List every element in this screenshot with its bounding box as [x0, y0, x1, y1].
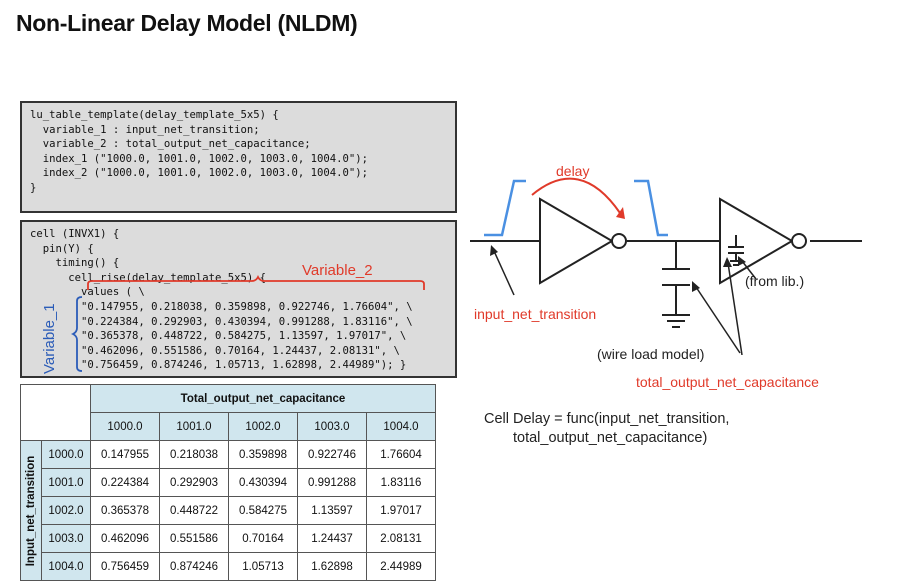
- template-code-line: variable_1 : input_net_transition;: [30, 123, 260, 136]
- table-cell: 0.147955: [90, 440, 160, 469]
- cell-code-line: pin(Y) {: [30, 242, 94, 255]
- column-header: 1003.0: [297, 412, 367, 441]
- table-cell: 0.218038: [159, 440, 229, 469]
- template-code-line: lu_table_template(delay_template_5x5) {: [30, 109, 279, 121]
- circuit-diagram: [470, 177, 862, 355]
- input-net-transition-label: input_net_transition: [474, 306, 597, 322]
- table-cell: 2.44989: [366, 552, 436, 581]
- table-cell: 1.76604: [366, 440, 436, 469]
- formula-line-2: total_output_net_capacitance): [513, 430, 708, 446]
- table-corner: [20, 384, 91, 441]
- variable-1-label: Variable_1: [41, 303, 58, 374]
- cell-code-line: timing() {: [30, 257, 120, 270]
- output-waveform: [634, 179, 668, 237]
- total-capacitance-label: total_output_net_capacitance: [636, 374, 819, 390]
- cell-code-line: "0.224384, 0.292903, 0.430394, 0.991288,…: [30, 315, 413, 328]
- row-header: 1000.0: [41, 440, 91, 469]
- table-cell: 0.359898: [228, 440, 298, 469]
- from-lib-label: (from lib.): [745, 273, 805, 289]
- table-cell: 0.584275: [228, 496, 298, 525]
- table-cell: 0.756459: [90, 552, 160, 581]
- template-code-line: index_1 ("1000.0, 1001.0, 1002.0, 1003.0…: [30, 152, 369, 165]
- table-cell: 0.874246: [159, 552, 229, 581]
- row-header: 1001.0: [41, 468, 91, 497]
- variable-2-brace: [87, 274, 425, 290]
- table-cell: 1.62898: [297, 552, 367, 581]
- variable-2-label: Variable_2: [302, 262, 373, 279]
- row-title: Input_net_transition: [25, 455, 37, 566]
- table-cell: 0.224384: [90, 468, 160, 497]
- delay-label: delay: [556, 163, 590, 179]
- table-cell: 0.991288: [297, 468, 367, 497]
- table-cell: 0.292903: [159, 468, 229, 497]
- column-title: Total_output_net_capacitance: [90, 384, 436, 413]
- table-cell: 1.83116: [366, 468, 436, 497]
- row-header: 1004.0: [41, 552, 91, 581]
- table-cell: 0.448722: [159, 496, 229, 525]
- table-cell: 0.462096: [90, 524, 160, 553]
- column-header: 1000.0: [90, 412, 160, 441]
- column-header: 1002.0: [228, 412, 298, 441]
- cell-delay-formula: Cell Delay = func(input_net_transition, …: [484, 410, 729, 448]
- page-title: Non-Linear Delay Model (NLDM): [16, 10, 358, 36]
- table-cell: 0.922746: [297, 440, 367, 469]
- lu-table-template-code: lu_table_template(delay_template_5x5) { …: [20, 101, 457, 213]
- row-header: 1003.0: [41, 524, 91, 553]
- cell-code-line: "0.147955, 0.218038, 0.359898, 0.922746,…: [30, 300, 413, 313]
- variable-1-brace: [70, 296, 83, 372]
- cell-code-line: values ( \: [30, 286, 145, 299]
- table-cell: 2.08131: [366, 524, 436, 553]
- cell-code-line: cell (INVX1) {: [30, 228, 120, 240]
- row-header: 1002.0: [41, 496, 91, 525]
- template-code-line: index_2 ("1000.0, 1001.0, 1002.0, 1003.0…: [30, 167, 369, 180]
- formula-line-1: Cell Delay = func(input_net_transition,: [484, 411, 730, 427]
- table-cell: 0.365378: [90, 496, 160, 525]
- wire-load-label: (wire load model): [597, 346, 705, 362]
- inverter-2: [719, 197, 794, 285]
- cell-code-line: "0.462096, 0.551586, 0.70164, 1.24437, 2…: [30, 344, 400, 357]
- row-title-cell: Input_net_transition: [20, 440, 42, 581]
- input-waveform: [484, 179, 526, 237]
- table-cell: 1.13597: [297, 496, 367, 525]
- template-code-line: }: [30, 181, 37, 194]
- table-cell: 0.551586: [159, 524, 229, 553]
- table-cell: 0.430394: [228, 468, 298, 497]
- column-header: 1004.0: [366, 412, 436, 441]
- table-cell: 1.97017: [366, 496, 436, 525]
- table-cell: 1.05713: [228, 552, 298, 581]
- delay-arrow: [531, 177, 621, 214]
- cell-code-line: "0.365378, 0.448722, 0.584275, 1.13597, …: [30, 330, 407, 343]
- table-cell: 0.70164: [228, 524, 298, 553]
- template-code-line: variable_2 : total_output_net_capacitanc…: [30, 138, 311, 151]
- column-header: 1001.0: [159, 412, 229, 441]
- cell-code-line: "0.756459, 0.874246, 1.05713, 1.62898, 2…: [30, 359, 407, 372]
- table-cell: 1.24437: [297, 524, 367, 553]
- inverter-1: [539, 197, 614, 285]
